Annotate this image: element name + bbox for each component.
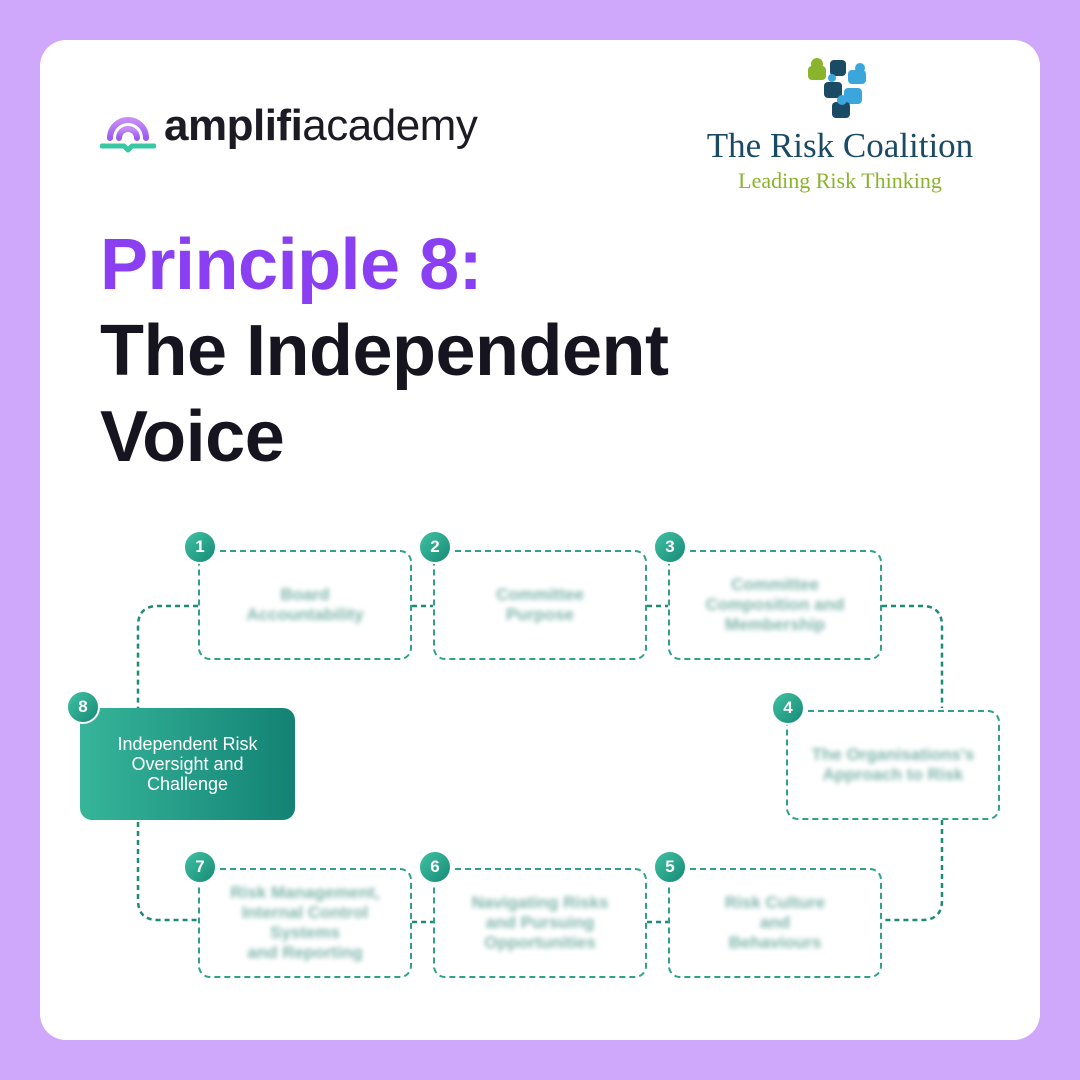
principles-cycle-diagram: Board Accountability 1 Committee Purpose… (40, 40, 1040, 1040)
step-number-badge: 7 (183, 850, 217, 884)
title-line-2: The Independent (100, 311, 669, 391)
title-principle-number: Principle 8: (100, 225, 483, 305)
principle-step-7[interactable]: Risk Management, Internal Control System… (198, 868, 412, 978)
step-number-badge: 2 (418, 530, 452, 564)
diagram-connector-lines (136, 604, 944, 924)
step-number-badge: 6 (418, 850, 452, 884)
principle-step-label: Navigating Risks and Pursuing Opportunit… (471, 893, 609, 952)
amplifi-academy-logo: amplifiacademy (99, 98, 478, 158)
amplifi-wordmark: amplifiacademy (164, 101, 478, 152)
step-number-badge: 4 (771, 691, 805, 725)
principle-step-4[interactable]: The Organisations's Approach to Risk (786, 710, 1000, 820)
title-line-3: Voice (100, 397, 285, 477)
risk-coalition-logo: The Risk Coalition Leading Risk Thinking (680, 56, 1000, 196)
step-number-badge: 5 (653, 850, 687, 884)
step-number-badge: 3 (653, 530, 687, 564)
principle-step-label: Risk Culture and Behaviours (724, 893, 826, 952)
principle-step-label: Committee Composition and Membership (705, 575, 845, 634)
page-title: Principle 8: The Independent Voice (100, 222, 1000, 480)
principle-step-3[interactable]: Committee Composition and Membership (668, 550, 882, 660)
principle-step-8-active[interactable]: Independent Risk Oversight and Challenge (80, 708, 295, 820)
wordmark-bold: amplifi (164, 101, 303, 150)
principle-step-label: Committee Purpose (496, 585, 584, 624)
principle-step-6[interactable]: Navigating Risks and Pursuing Opportunit… (433, 868, 647, 978)
step-number-badge: 8 (66, 690, 100, 724)
principle-step-2[interactable]: Committee Purpose (433, 550, 647, 660)
partner-name: The Risk Coalition (706, 126, 974, 165)
content-card: amplifiacademy The Risk Coalition Leadin… (40, 40, 1040, 1040)
principle-step-label: Risk Management, Internal Control System… (230, 883, 380, 962)
puzzle-pieces-icon (802, 56, 874, 124)
wordmark-light: academy (302, 101, 478, 150)
principle-step-label: Independent Risk Oversight and Challenge (117, 734, 258, 794)
principle-step-label: The Organisations's Approach to Risk (811, 745, 975, 784)
principle-step-1[interactable]: Board Accountability (198, 550, 412, 660)
amplifi-logo-icon (99, 98, 157, 158)
step-number-badge: 1 (183, 530, 217, 564)
principle-step-label: Board Accountability (246, 585, 364, 624)
principle-step-5[interactable]: Risk Culture and Behaviours (668, 868, 882, 978)
partner-tagline: Leading Risk Thinking (738, 168, 942, 193)
